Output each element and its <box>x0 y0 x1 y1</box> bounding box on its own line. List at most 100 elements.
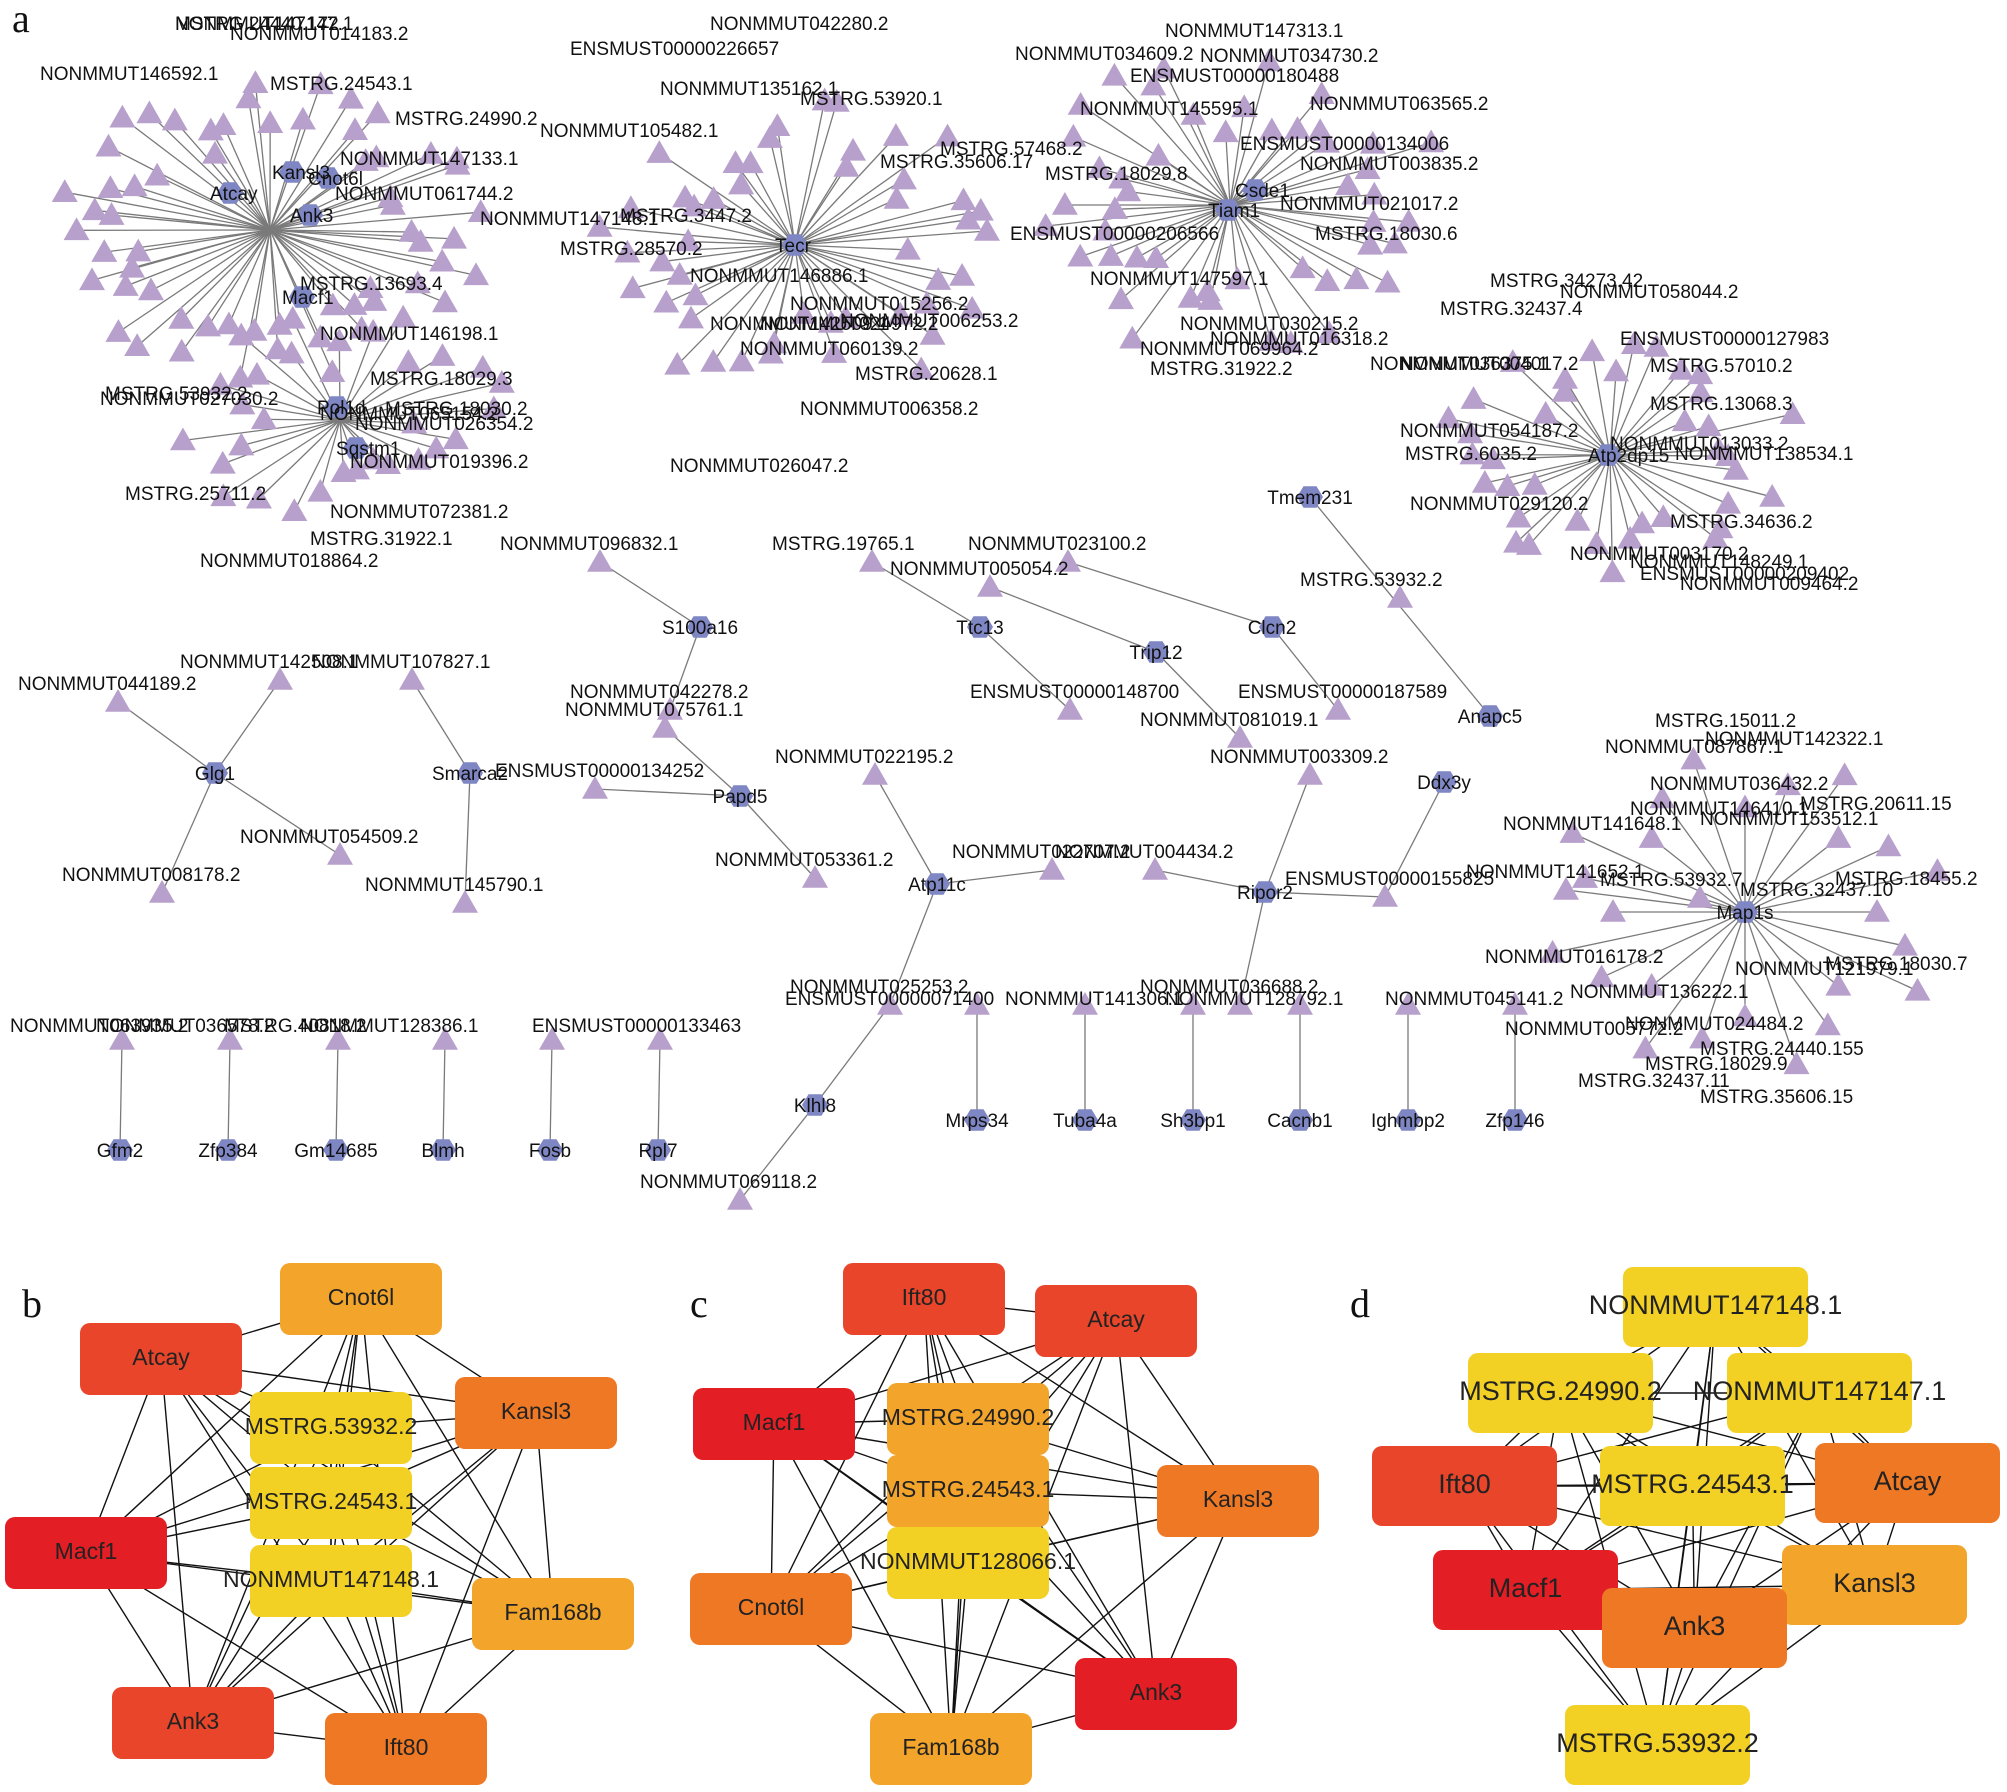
edge <box>794 166 847 246</box>
lncrna-triangle-icon <box>1588 964 1615 988</box>
gene-node-box <box>472 1578 634 1650</box>
lncrna-triangle-icon <box>1583 531 1610 555</box>
mrna-hexagon-icon <box>215 1139 241 1161</box>
node-label: Zfp146 <box>1485 1111 1544 1132</box>
lncrna-triangle-icon <box>790 301 817 324</box>
gene-node-box <box>1623 1267 1808 1347</box>
edge <box>1507 454 1611 487</box>
lncrna-triangle-icon <box>737 150 764 174</box>
lncrna-triangle-icon <box>429 248 456 272</box>
mrna-hexagon-icon <box>924 873 950 895</box>
lncrna-triangle-icon <box>119 254 146 278</box>
lncrna-triangle-icon <box>1864 899 1890 922</box>
node-label: NONMMUT063565.2 <box>1310 94 1488 115</box>
lncrna-triangle-icon <box>1471 470 1498 493</box>
mrna-hexagon-icon <box>1732 901 1758 923</box>
node-label: NONMMUT054187.2 <box>1400 421 1578 442</box>
node-label: MSTRG.32437.4 <box>1440 299 1583 320</box>
edge <box>794 135 897 246</box>
node-label: MSTRG.28570.2 <box>560 239 703 260</box>
edge <box>180 229 271 320</box>
edge <box>160 1358 194 1724</box>
edge <box>64 191 271 231</box>
edge <box>227 1039 231 1151</box>
gene-node-box <box>1602 1588 1787 1668</box>
node-label: Mrps34 <box>945 1111 1009 1132</box>
edge <box>134 185 271 231</box>
lncrna-triangle-icon <box>112 273 139 296</box>
node-label: NONMMUT014183.2 <box>230 24 408 45</box>
gene-node-label: NONMMUT128066.1 <box>860 1548 1076 1574</box>
lncrna-triangle-icon <box>395 349 422 372</box>
edge <box>240 335 341 421</box>
lncrna-triangle-icon <box>1177 285 1204 308</box>
edge <box>339 355 443 421</box>
mrna-hexagon-icon <box>430 1139 456 1161</box>
node-label: NONMMUT141306.1 <box>1005 989 1183 1010</box>
node-label: MSTRG.34273.42 <box>1490 271 1643 292</box>
node-label: NONMMUT042278.2 <box>570 682 748 703</box>
lncrna-triangle-icon <box>1086 155 1113 179</box>
node-label: MSTRG.57010.2 <box>1650 356 1793 377</box>
lncrna-triangle-icon <box>210 112 237 135</box>
edge <box>1131 204 1231 340</box>
lncrna-triangle-icon <box>1359 130 1386 154</box>
edge <box>630 207 796 246</box>
node-label: NONMMUT087867.1 <box>1605 737 1783 758</box>
node-label: NONMMUT030215.2 <box>1180 314 1358 335</box>
edge <box>666 244 796 304</box>
node-label: NONMMUT019396.2 <box>350 452 528 473</box>
edge <box>1229 204 1292 344</box>
mrna-hexagon-icon <box>1502 1109 1528 1131</box>
node-label: Tmem231 <box>1267 488 1353 509</box>
mrna-hexagon-icon <box>1395 1109 1421 1131</box>
lncrna-triangle-icon <box>325 1027 351 1050</box>
lncrna-triangle-icon <box>1227 992 1253 1015</box>
lncrna-triangle-icon <box>341 292 368 315</box>
lncrna-triangle-icon <box>967 197 994 221</box>
lncrna-triangle-icon <box>125 238 152 262</box>
lncrna-triangle-icon <box>1732 794 1758 818</box>
gene-node-box <box>1727 1353 1912 1433</box>
gene-node-box <box>693 1388 855 1460</box>
lncrna-triangle-icon <box>977 574 1003 597</box>
node-label: NONMMUT069964.2 <box>1140 339 1318 360</box>
lncrna-triangle-icon <box>1671 408 1698 432</box>
mrna-hexagon-icon <box>1143 641 1169 663</box>
node-label: NONMMUT146198.1 <box>320 324 498 345</box>
edge <box>1576 454 1611 522</box>
edge <box>269 229 421 243</box>
lncrna-triangle-icon <box>1256 48 1283 72</box>
lncrna-triangle-icon <box>337 85 364 109</box>
edge <box>263 418 341 421</box>
edge <box>339 407 494 421</box>
gene-node-box <box>325 1713 487 1785</box>
lncrna-triangle-icon <box>319 359 346 383</box>
node-label: Atp11c <box>908 875 966 896</box>
node-label: NONMMUT153512.1 <box>1700 809 1878 830</box>
lncrna-triangle-icon <box>882 123 909 146</box>
edge <box>319 419 341 493</box>
lncrna-triangle-icon <box>666 262 693 285</box>
lncrna-triangle-icon <box>379 192 406 215</box>
edge <box>794 219 969 246</box>
edge <box>330 1502 407 1750</box>
mrna-hexagon-icon <box>279 161 305 183</box>
lncrna-triangle-icon <box>124 333 151 357</box>
node-label: MSTRG.53920.1 <box>800 89 943 110</box>
lncrna-triangle-icon <box>887 301 914 325</box>
node-label: NONMMUT004017.2 <box>1400 354 1578 375</box>
mrna-hexagon-icon <box>1287 1109 1313 1131</box>
gene-node-label: Ank3 <box>1664 1611 1726 1641</box>
edge <box>161 772 216 894</box>
edge <box>1152 85 1231 206</box>
lncrna-triangle-icon <box>364 100 391 124</box>
node-label: Csde1 <box>1235 181 1290 202</box>
edge <box>136 229 271 347</box>
edge <box>871 561 981 628</box>
lncrna-triangle-icon <box>1354 156 1381 179</box>
lncrna-triangle-icon <box>469 354 496 378</box>
node-label: NONMMUT036432.2 <box>1650 774 1828 795</box>
edge <box>1470 432 1611 456</box>
lncrna-triangle-icon <box>105 319 132 342</box>
